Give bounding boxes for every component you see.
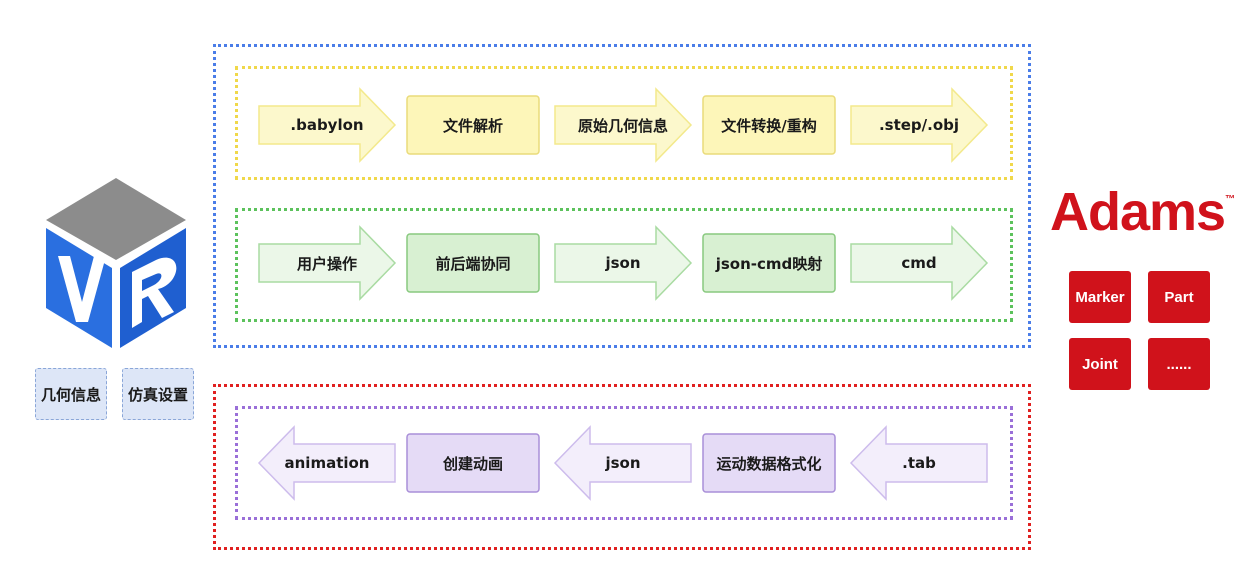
flow-step-label: json-cmd映射 <box>715 254 823 273</box>
flow-user-op-to-cmd-box-4: json-cmd映射 <box>702 226 836 300</box>
adams-logo: Adams™ <box>1050 182 1236 242</box>
arrow-shape <box>258 225 397 301</box>
flow-step-label: 原始几何信息 <box>577 116 668 135</box>
flow-row-user-op: 用户操作 前后端协同 json json-cmd映射 cmd <box>258 225 989 301</box>
arrow-shape <box>258 87 397 163</box>
box-shape <box>406 233 540 293</box>
arrow-shape <box>553 425 692 501</box>
flow-step-label: cmd <box>901 254 937 272</box>
flow-babylon-to-step-box-4: 文件转换/重构 <box>702 88 836 162</box>
flow-tab-to-animation-box-2: 创建动画 <box>406 426 540 500</box>
arrow-shape <box>849 425 988 501</box>
flow-step-label: 运动数据格式化 <box>716 454 822 473</box>
yellow-flow-frame <box>235 66 1013 180</box>
green-flow-frame <box>235 208 1013 322</box>
flow-step-label: .step/.obj <box>878 116 960 134</box>
flow-step-label: 创建动画 <box>442 454 503 473</box>
purple-flow-frame <box>235 406 1013 520</box>
box-shape <box>406 95 540 155</box>
adams-tile-joint: Joint <box>1069 338 1131 390</box>
flow-babylon-to-step-arrow-3: 原始几何信息 <box>554 87 693 163</box>
outer-red-frame <box>213 384 1031 550</box>
flow-row-tab: animation 创建动画 json 运动数据格式化 .tab <box>257 425 988 501</box>
flow-tab-to-animation-box-4: 运动数据格式化 <box>702 426 836 500</box>
flow-user-op-to-cmd-arrow-5: cmd <box>850 225 989 301</box>
box-shape <box>702 95 836 155</box>
flow-user-op-to-cmd-arrow-3: json <box>554 225 693 301</box>
flow-step-label: .tab <box>902 454 936 472</box>
outer-blue-frame <box>213 44 1031 348</box>
flow-step-label: .babylon <box>290 116 364 134</box>
flow-babylon-to-step-arrow-1: .babylon <box>258 87 397 163</box>
box-shape <box>702 233 836 293</box>
adams-tile-part: Part <box>1148 271 1210 323</box>
adams-trademark: ™ <box>1225 194 1236 205</box>
arrow-shape <box>554 87 693 163</box>
flow-babylon-to-step-arrow-5: .step/.obj <box>850 87 989 163</box>
flow-tab-to-animation-arrow-5: .tab <box>849 425 988 501</box>
arrow-shape <box>850 225 989 301</box>
flow-step-label: json <box>605 454 641 472</box>
box-shape <box>702 433 836 493</box>
adams-tile-marker: Marker <box>1069 271 1131 323</box>
flow-step-label: 文件解析 <box>442 116 503 135</box>
arrow-shape <box>850 87 989 163</box>
box-shape <box>406 433 540 493</box>
flow-tab-to-animation-arrow-3: json <box>553 425 692 501</box>
arrow-shape <box>554 225 693 301</box>
flow-user-op-to-cmd-box-2: 前后端协同 <box>406 226 540 300</box>
flow-step-label: json <box>605 254 641 272</box>
arrow-shape <box>257 425 396 501</box>
flow-step-label: animation <box>284 454 370 472</box>
vr-tag-simulation: 仿真设置 <box>122 368 194 420</box>
flow-row-babylon: .babylon 文件解析 原始几何信息 文件转换/重构 .step/.obj <box>258 87 989 163</box>
flow-step-label: 文件转换/重构 <box>721 116 817 135</box>
flow-user-op-to-cmd-arrow-1: 用户操作 <box>258 225 397 301</box>
adams-tile-more: ...... <box>1148 338 1210 390</box>
flow-step-label: 用户操作 <box>296 254 357 273</box>
vr-tag-geometry: 几何信息 <box>35 368 107 420</box>
flow-tab-to-animation-arrow-1: animation <box>257 425 396 501</box>
flow-babylon-to-step-box-2: 文件解析 <box>406 88 540 162</box>
flow-step-label: 前后端协同 <box>435 254 511 273</box>
vr-cube-logo <box>36 172 196 352</box>
